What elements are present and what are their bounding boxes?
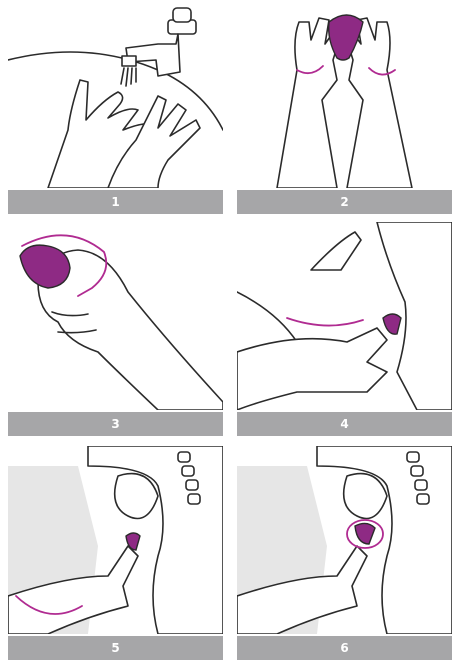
- step-6-label: 6: [237, 636, 452, 660]
- step-4-panel: 4: [237, 222, 452, 437]
- menstrual-cup: [20, 245, 70, 288]
- step-3-label: 3: [8, 412, 223, 436]
- menstrual-cup: [355, 523, 375, 544]
- folded-cup-grip-illustration: [8, 222, 223, 410]
- step-6-panel: 6: [237, 446, 452, 661]
- step-2-panel: 2: [237, 0, 452, 215]
- step-2-label: 2: [237, 190, 452, 214]
- step-3-panel: 3: [8, 222, 223, 437]
- insertion-illustration: [237, 222, 452, 410]
- step-5-panel: 5: [8, 446, 223, 661]
- menstrual-cup: [383, 314, 401, 334]
- step-1-panel: 1: [8, 0, 223, 215]
- hand-washing-illustration: [8, 0, 223, 188]
- step-1-label: 1: [8, 190, 223, 214]
- cup-folding-illustration: [237, 0, 452, 188]
- cross-section-insertion-illustration: [8, 446, 223, 634]
- insert-arrow: [287, 318, 363, 326]
- step-4-label: 4: [237, 412, 452, 436]
- cup-positioned-illustration: [237, 446, 452, 634]
- step-5-label: 5: [8, 636, 223, 660]
- water-stream: [121, 68, 136, 86]
